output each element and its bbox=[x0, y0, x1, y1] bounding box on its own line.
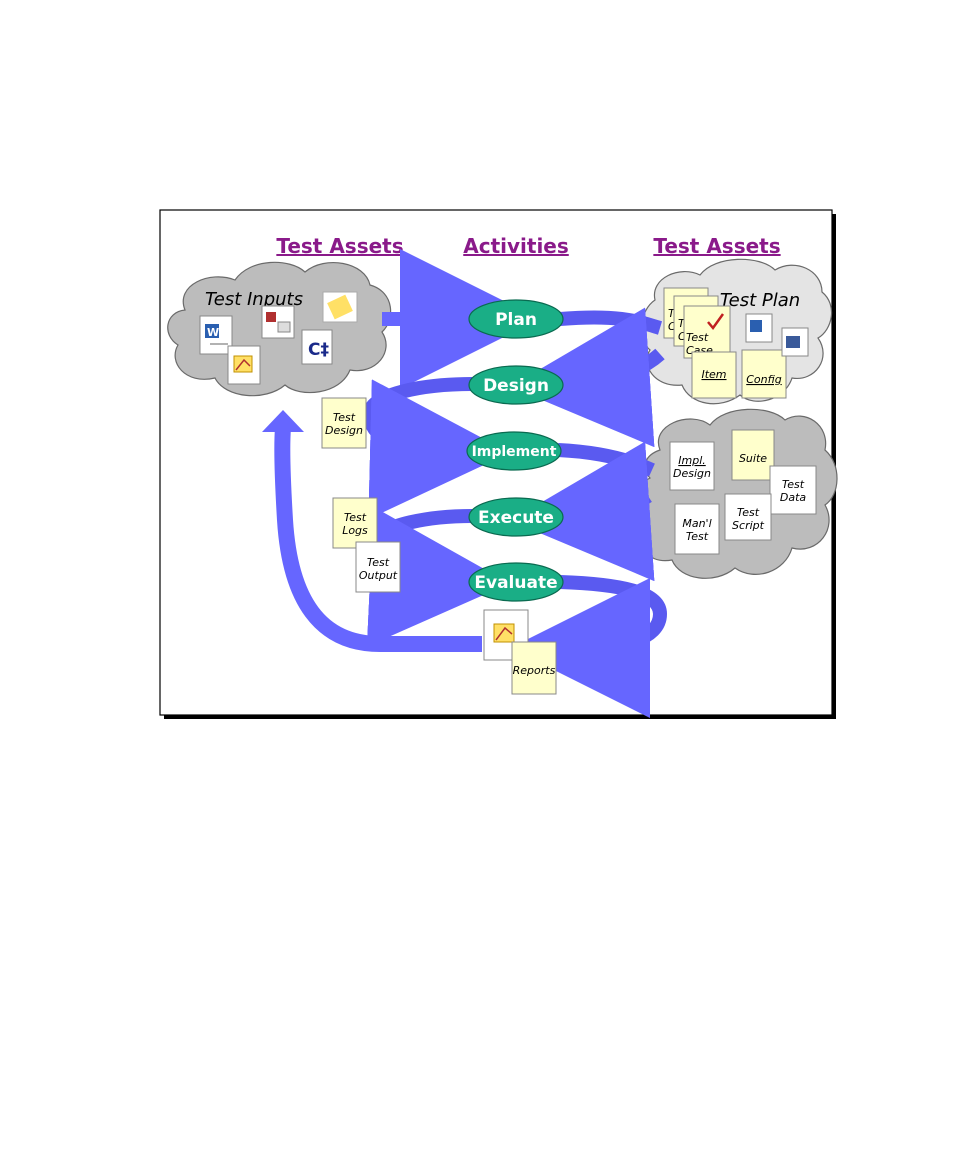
item-doc bbox=[691, 351, 737, 399]
svg-text:C: C bbox=[678, 330, 686, 343]
spec-doc-icon bbox=[322, 291, 358, 323]
activity-evaluate bbox=[468, 562, 564, 602]
svg-text:Suite: Suite bbox=[739, 452, 767, 465]
activity-implement bbox=[466, 431, 562, 471]
project-doc-icon bbox=[261, 305, 295, 339]
arrow-reports-to-inputs bbox=[274, 427, 482, 652]
cloud-label-test-plan: Test Plan bbox=[720, 290, 800, 311]
svg-text:Logs: Logs bbox=[342, 524, 368, 537]
svg-text:C: C bbox=[668, 320, 676, 333]
activity-label-plan: Plan bbox=[495, 310, 537, 330]
report-chart-doc bbox=[483, 609, 529, 661]
test-case-line1: Test bbox=[686, 331, 709, 344]
activity-label-design: Design bbox=[483, 376, 549, 396]
cloud-label-test-inputs: Test Inputs bbox=[205, 289, 303, 310]
arrow-output-to-evaluate bbox=[366, 506, 510, 647]
test-design-doc bbox=[321, 397, 367, 449]
checkmark-icon bbox=[707, 313, 725, 331]
c-source-icon: C‡ bbox=[301, 329, 333, 365]
test-data-doc bbox=[769, 465, 817, 515]
svg-text:Test: Test bbox=[367, 556, 390, 569]
reports-doc bbox=[511, 641, 557, 695]
svg-text:Data: Data bbox=[780, 491, 807, 504]
arrow-design-to-implement bbox=[363, 377, 510, 520]
svg-text:Design: Design bbox=[325, 424, 363, 437]
activity-plan bbox=[468, 299, 564, 339]
project-doc-icon-plan bbox=[781, 327, 809, 357]
arrow-test-plan-to-design bbox=[510, 307, 665, 448]
svg-text:Man'l: Man'l bbox=[682, 517, 711, 530]
svg-text:T: T bbox=[668, 307, 676, 320]
svg-text:Script: Script bbox=[732, 519, 765, 532]
svg-text:Output: Output bbox=[359, 569, 398, 582]
svg-text:Design: Design bbox=[673, 467, 711, 480]
activity-execute bbox=[468, 497, 564, 537]
svg-text:Test: Test bbox=[782, 478, 805, 491]
svg-text:Test: Test bbox=[344, 511, 367, 524]
svg-text:W: W bbox=[207, 326, 219, 339]
svg-text:Reports: Reports bbox=[513, 664, 556, 677]
svg-text:Impl.: Impl. bbox=[678, 454, 706, 467]
test-script-doc bbox=[724, 493, 772, 541]
svg-text:Test: Test bbox=[737, 506, 760, 519]
test-logs-doc bbox=[332, 497, 378, 549]
chart-doc-icon bbox=[227, 345, 261, 385]
config-label: Config bbox=[746, 373, 781, 386]
arrow-evaluate-to-reports bbox=[510, 575, 668, 718]
svg-text:Test: Test bbox=[686, 530, 709, 543]
svg-text:C‡: C‡ bbox=[308, 340, 329, 360]
header-activities: Activities bbox=[463, 234, 569, 258]
svg-text:Test: Test bbox=[333, 411, 356, 424]
word-doc-icon-plan bbox=[745, 313, 773, 343]
item-label: Item bbox=[701, 368, 726, 381]
manual-test-doc bbox=[674, 503, 720, 555]
suite-doc bbox=[731, 429, 775, 481]
config-doc bbox=[741, 349, 787, 399]
arrowhead-up bbox=[262, 410, 304, 432]
activity-label-evaluate: Evaluate bbox=[474, 573, 557, 593]
test-output-doc bbox=[355, 541, 401, 593]
word-doc-icon: W bbox=[199, 315, 233, 355]
activity-label-implement: Implement bbox=[472, 444, 557, 460]
activity-design bbox=[468, 365, 564, 405]
plan-doc-stack: T C Te C bbox=[663, 287, 731, 359]
impl-design-doc bbox=[669, 441, 715, 491]
header-test-assets-left: Test Assets bbox=[276, 234, 403, 258]
header-test-assets-right: Test Assets bbox=[653, 234, 780, 258]
arrow-impl-cloud-to-execute bbox=[510, 441, 655, 582]
activity-label-execute: Execute bbox=[478, 508, 554, 528]
